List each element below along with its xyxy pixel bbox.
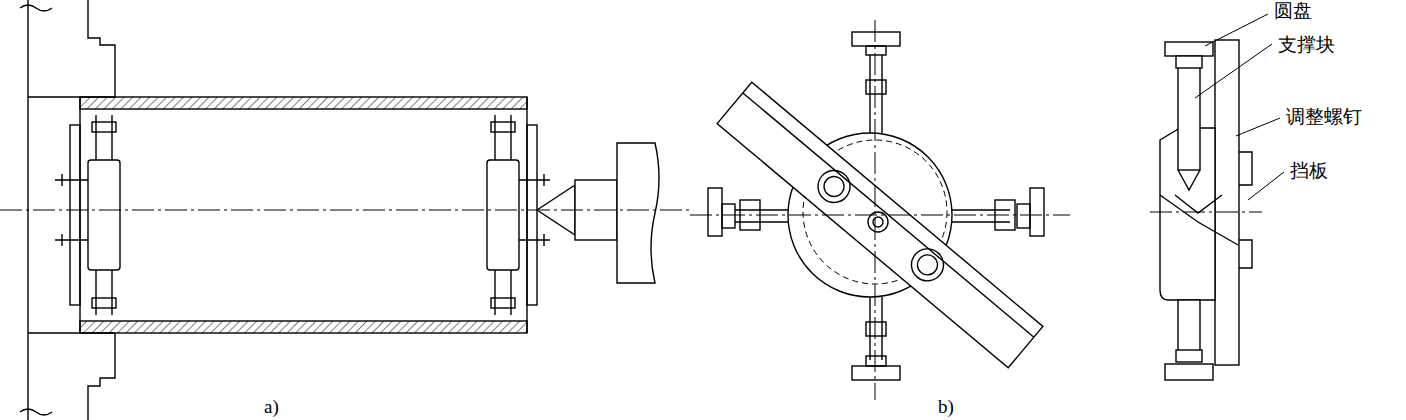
chuck-body [88, 333, 115, 420]
figure-label: b) [936, 396, 956, 417]
knob [722, 204, 735, 228]
end-plate [527, 125, 537, 305]
knob [1030, 188, 1044, 236]
tube-wall [80, 97, 527, 109]
screw [96, 115, 112, 315]
knob [1017, 204, 1030, 228]
centre-line [690, 215, 1070, 216]
nut [491, 122, 515, 132]
disc-knob [1165, 42, 1213, 56]
nut [866, 322, 886, 336]
centre-line [875, 20, 876, 400]
nut [92, 298, 116, 308]
knob [852, 366, 900, 380]
support-disc [487, 160, 519, 270]
baffle-side [1215, 40, 1239, 365]
nut [92, 122, 116, 132]
leader-line [1236, 118, 1280, 136]
cone-seat [1175, 195, 1222, 213]
part-label: 支撑块 [1276, 34, 1337, 55]
knob [866, 46, 886, 55]
centre-line [0, 210, 690, 211]
baffle-bar [717, 82, 1043, 368]
knob [852, 32, 900, 46]
knob [866, 356, 886, 366]
chuck-body [88, 0, 115, 97]
tube-wall [80, 321, 527, 333]
screw [735, 210, 788, 222]
nut [866, 80, 886, 94]
nut [1176, 56, 1202, 68]
screw [495, 115, 511, 315]
screw [952, 210, 1010, 222]
leader-line [1195, 44, 1272, 98]
bolt-head [1239, 152, 1252, 268]
screw [870, 297, 882, 360]
support-disc [88, 160, 120, 270]
centre-line [1150, 212, 1262, 213]
adjust-screw [1178, 300, 1200, 358]
part-label: 调整螺钉 [1284, 106, 1364, 127]
nut [491, 298, 515, 308]
disc-knob [1165, 364, 1213, 380]
cone-seat [1160, 195, 1238, 245]
knob [708, 188, 722, 236]
figure-label: a) [262, 396, 281, 417]
part-label: 挡板 [1288, 160, 1330, 181]
adjust-screw [1178, 60, 1200, 170]
handwheel [617, 143, 659, 283]
end-plate [70, 125, 80, 305]
part-label: 圆盘 [1272, 0, 1314, 21]
chuck-body [28, 97, 115, 333]
nut [1176, 350, 1202, 362]
leader-line [1205, 14, 1268, 46]
screw-tip [1178, 170, 1200, 190]
leader-line [1248, 172, 1284, 200]
